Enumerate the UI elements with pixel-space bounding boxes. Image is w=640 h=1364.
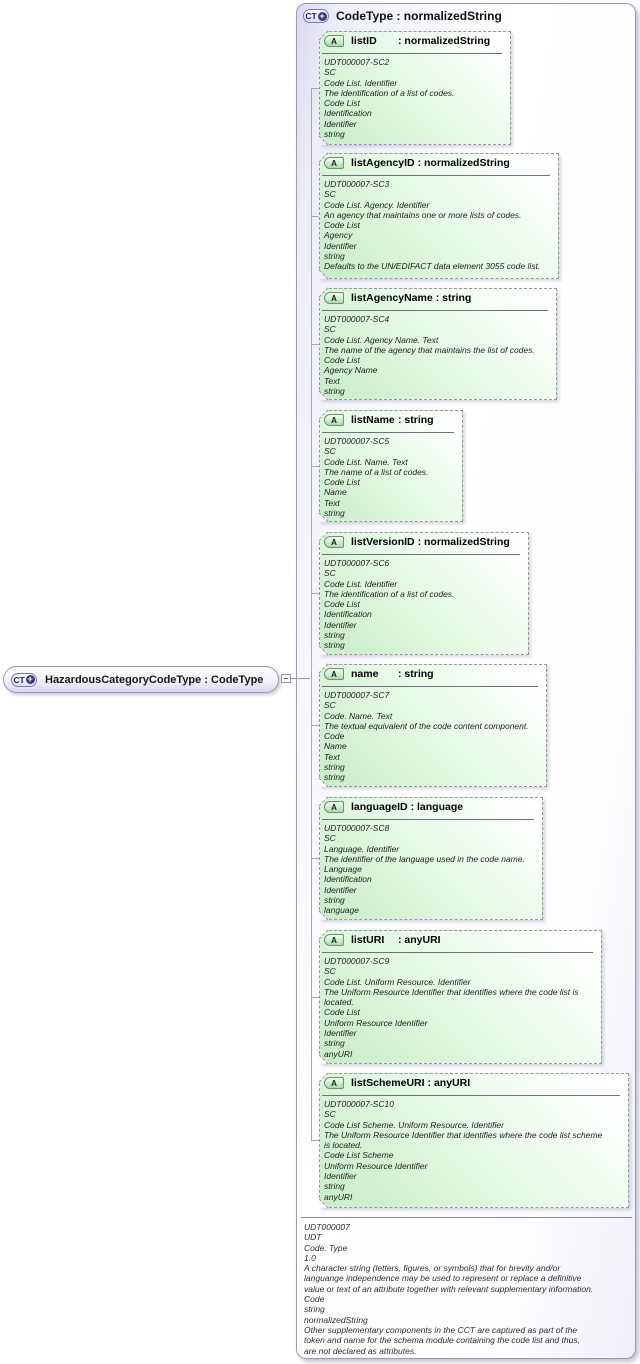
attr-type: : normalizedString <box>398 35 491 47</box>
attr-name: listID <box>351 35 377 47</box>
attr-node-listAgencyID: A listAgencyID : normalizedString UDT000… <box>318 152 559 280</box>
separator <box>322 53 502 54</box>
collapse-toggle[interactable] <box>281 674 291 683</box>
footer-separator <box>301 1217 632 1218</box>
attr-type: : anyURI <box>398 934 441 946</box>
attr-name: listName <box>351 414 395 426</box>
complex-type-icon: CT + <box>303 9 329 23</box>
attr-header[interactable]: A listVersionID : normalizedString <box>324 536 525 548</box>
tree-line <box>311 88 312 1140</box>
separator <box>322 1095 620 1096</box>
attr-annotation: UDT000007-SC6 SC Code List. Identifier T… <box>324 558 455 651</box>
attr-header[interactable]: A languageID : language <box>324 801 539 813</box>
attr-annotation: UDT000007-SC2 SC Code List. Identifier T… <box>324 57 455 140</box>
attr-box <box>319 31 511 145</box>
panel-title: CodeType : normalizedString <box>336 9 502 23</box>
tree-stub <box>311 1140 320 1141</box>
panel-header[interactable]: CT + CodeType : normalizedString <box>303 9 502 23</box>
attr-name: listAgencyName <box>351 292 433 304</box>
codetype-panel: CT + CodeType : normalizedString A listI… <box>296 3 636 1359</box>
tree-stub <box>311 858 320 859</box>
attr-node-languageID: A languageID : language UDT000007-SC8 SC… <box>318 796 543 921</box>
attribute-icon: A <box>324 157 344 169</box>
attr-header[interactable]: A listAgencyID : normalizedString <box>324 157 555 169</box>
attr-type: : normalizedString <box>417 157 510 169</box>
plus-icon: + <box>25 674 35 684</box>
attribute-icon: A <box>324 1077 344 1089</box>
attr-box <box>319 797 543 920</box>
attr-header[interactable]: A listURI : anyURI <box>324 934 598 946</box>
tree-stub <box>311 997 320 998</box>
type-annotation: UDT000007 UDT Code. Type 1.0 A character… <box>304 1222 594 1356</box>
attr-header[interactable]: A listName : string <box>324 414 459 426</box>
attr-name: languageID <box>351 801 408 813</box>
attribute-icon: A <box>324 35 344 47</box>
attribute-icon: A <box>324 414 344 426</box>
separator <box>322 175 550 176</box>
attr-header[interactable]: A listSchemeURI : anyURI <box>324 1077 625 1089</box>
attr-box <box>319 532 529 655</box>
attribute-icon: A <box>324 668 344 680</box>
attr-type: : language <box>410 801 464 813</box>
attr-annotation: UDT000007-SC8 SC Language. Identifier Th… <box>324 823 525 916</box>
attr-annotation: UDT000007-SC3 SC Code List. Agency. Iden… <box>324 179 541 272</box>
attr-type: : string <box>435 292 472 304</box>
tree-stub <box>311 216 320 217</box>
attr-annotation: UDT000007-SC5 SC Code List. Name. Text T… <box>324 436 429 519</box>
separator <box>322 432 454 433</box>
attr-node-listSchemeURI: A listSchemeURI : anyURI UDT000007-SC10 … <box>318 1072 629 1209</box>
attr-type: : string <box>398 414 434 426</box>
complex-type-icon-label: CT <box>305 11 317 21</box>
attr-box <box>319 410 463 522</box>
separator <box>322 952 593 953</box>
separator <box>322 554 520 555</box>
complex-type-icon-label: CT <box>13 674 25 685</box>
root-type-label: HazardousCategoryCodeType : CodeType <box>45 673 264 686</box>
tree-stub <box>311 88 320 89</box>
attr-name: name <box>351 668 379 680</box>
separator <box>322 819 534 820</box>
plus-icon: + <box>317 10 327 21</box>
attr-node-listID: A listID : normalizedString UDT000007-SC… <box>318 30 511 146</box>
attribute-icon: A <box>324 934 344 946</box>
attr-annotation: UDT000007-SC10 SC Code List Scheme. Unif… <box>324 1099 603 1202</box>
attr-annotation: UDT000007-SC9 SC Code List. Uniform Reso… <box>324 956 579 1059</box>
tree-stub <box>311 344 320 345</box>
attr-annotation: UDT000007-SC7 SC Code. Name. Text The te… <box>324 690 529 783</box>
attr-type: : normalizedString <box>417 536 510 548</box>
tree-stub <box>311 466 320 467</box>
attr-node-listAgencyName: A listAgencyName : string UDT000007-SC4 … <box>318 287 557 401</box>
attribute-icon: A <box>324 801 344 813</box>
attr-name: listAgencyID <box>351 157 415 169</box>
attr-header[interactable]: A listID : normalizedString <box>324 35 507 47</box>
attr-box <box>319 153 559 279</box>
attr-type: : anyURI <box>427 1077 471 1089</box>
attr-node-listVersionID: A listVersionID : normalizedString UDT00… <box>318 531 529 656</box>
separator <box>322 310 548 311</box>
attr-box <box>319 288 557 400</box>
connector-line <box>291 678 310 679</box>
attr-node-listName: A listName : string UDT000007-SC5 SC Cod… <box>318 409 463 523</box>
attr-header[interactable]: A name : string <box>324 668 543 680</box>
attr-annotation: UDT000007-SC4 SC Code List. Agency Name.… <box>324 314 535 397</box>
minus-icon <box>284 678 288 679</box>
attr-box <box>319 664 547 787</box>
attr-name: listURI <box>351 934 385 946</box>
attr-header[interactable]: A listAgencyName : string <box>324 292 553 304</box>
root-type-node[interactable]: CT + HazardousCategoryCodeType : CodeTyp… <box>3 666 279 693</box>
attr-node-listURI: A listURI : anyURI UDT000007-SC9 SC Code… <box>318 929 602 1065</box>
tree-stub <box>311 725 320 726</box>
tree-stub <box>311 593 320 594</box>
attr-type: : string <box>398 668 434 680</box>
attr-name: listVersionID <box>351 536 415 548</box>
attr-node-name: A name : string UDT000007-SC7 SC Code. N… <box>318 663 547 788</box>
complex-type-icon: CT + <box>11 672 37 687</box>
separator <box>322 686 538 687</box>
attribute-icon: A <box>324 292 344 304</box>
attr-name: listSchemeURI <box>351 1077 425 1089</box>
attribute-icon: A <box>324 536 344 548</box>
